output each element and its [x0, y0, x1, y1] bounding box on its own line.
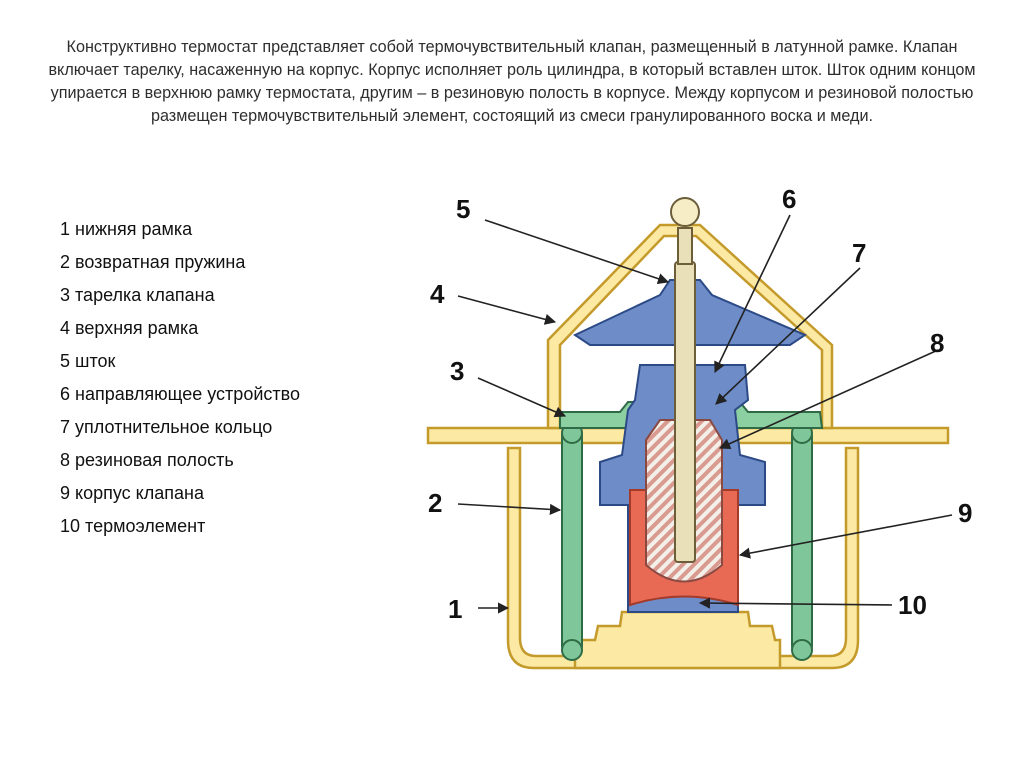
legend-item: 9 корпус клапана [60, 483, 204, 503]
spring-coil [561, 639, 583, 661]
callout-2: 2 [428, 488, 442, 518]
callout-4: 4 [430, 279, 445, 309]
callout-6: 6 [782, 184, 796, 214]
callout-7: 7 [852, 238, 866, 268]
spring-coil [791, 639, 813, 661]
leader-line-4 [457, 295, 557, 325]
callout-8: 8 [930, 328, 944, 358]
parts-legend: 1 нижняя рамка 2 возвратная пружина 3 та… [60, 218, 300, 548]
return-spring-left [561, 429, 583, 653]
leader-line-10 [698, 597, 893, 609]
description-text: Конструктивно термостат представляет соб… [48, 38, 976, 125]
leader-line-8 [718, 349, 939, 449]
rod-neck [677, 227, 693, 265]
legend-item: 7 уплотнительное кольцо [60, 417, 273, 437]
legend-item: 4 верхняя рамка [60, 318, 199, 338]
rod-head [670, 197, 700, 227]
legend-item: 3 тарелка клапана [60, 285, 215, 305]
leader-line-2 [457, 503, 562, 515]
lower-frame [506, 446, 860, 670]
leader-line-9 [738, 514, 953, 559]
legend-item: 10 термоэлемент [60, 516, 206, 536]
callout-1: 1 [448, 594, 462, 624]
thermostat-diagram: 5 4 3 2 1 6 7 8 9 10 [426, 184, 972, 670]
return-spring-right [791, 429, 813, 653]
legend-item: 5 шток [60, 351, 116, 371]
rod [674, 261, 696, 563]
leader-line-6 [714, 214, 791, 374]
base-block [573, 610, 782, 670]
callout-10: 10 [898, 590, 927, 620]
leader-line-7 [715, 267, 861, 405]
legend-item: 1 нижняя рамка [60, 219, 193, 239]
callout-3: 3 [450, 356, 464, 386]
callout-5: 5 [456, 194, 470, 224]
callout-9: 9 [958, 498, 972, 528]
legend-item: 2 возвратная пружина [60, 252, 246, 272]
leader-line-5 [484, 219, 670, 285]
legend-item: 6 направляющее устройство [60, 384, 300, 404]
legend-item: 8 резиновая полость [60, 450, 234, 470]
leader-line-3 [477, 377, 567, 418]
